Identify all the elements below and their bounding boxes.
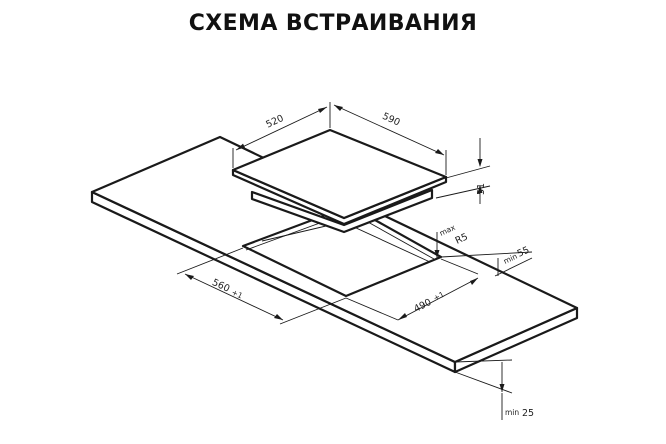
hob (231, 128, 448, 234)
dimension-hob-height: 51 (435, 138, 491, 204)
label-back-gap-value: 55 (516, 245, 532, 260)
label-cutout-width: 560 (210, 277, 231, 295)
dimension-hob-width: 590 (333, 104, 447, 175)
label-worktop-value: 25 (522, 408, 534, 419)
hob-glass-top (231, 128, 448, 220)
label-corner-radius-value: R5 (454, 231, 470, 246)
label-hob-height: 51 (476, 183, 487, 195)
diagram-title: СХЕМА ВСТРАИВАНИЯ (189, 11, 478, 36)
dimension-cutout-width: 560 +1 (176, 247, 347, 325)
label-cutout-width-tol: +1 (230, 288, 244, 301)
label-worktop-prefix: min (505, 408, 519, 417)
label-hob-width: 590 (381, 111, 402, 129)
dimension-worktop-thickness: min 25 (454, 359, 534, 420)
